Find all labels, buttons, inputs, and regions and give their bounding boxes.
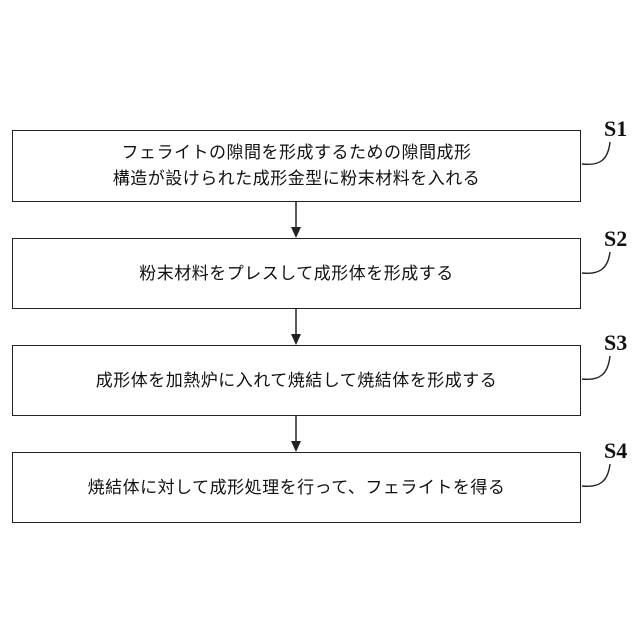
step-label-s1: S1 <box>604 116 627 142</box>
leader-s1 <box>582 142 610 164</box>
arrowhead-s1-to-s2 <box>291 227 301 238</box>
step-s3-line-1: 成形体を加熱炉に入れて焼結して焼結体を形成する <box>96 368 497 394</box>
step-label-s2: S2 <box>604 226 627 252</box>
step-label-s4: S4 <box>604 438 627 464</box>
leader-s4 <box>582 464 610 486</box>
step-box-s2: 粉末材料をプレスして成形体を形成する <box>12 238 581 309</box>
step-box-s4: 焼結体に対して成形処理を行って、フェライトを得る <box>12 452 581 523</box>
arrowhead-s2-to-s3 <box>291 334 301 345</box>
step-s1-line-1: フェライトの隙間を形成するための隙間成形 <box>122 140 472 166</box>
arrowhead-s3-to-s4 <box>291 441 301 452</box>
step-box-s1: フェライトの隙間を形成するための隙間成形 構造が設けられた成形金型に粉末材料を入… <box>12 130 581 202</box>
step-s4-line-1: 焼結体に対して成形処理を行って、フェライトを得る <box>88 475 506 501</box>
step-label-s3: S3 <box>604 330 627 356</box>
step-box-s3: 成形体を加熱炉に入れて焼結して焼結体を形成する <box>12 345 581 416</box>
step-s1-line-2: 構造が設けられた成形金型に粉末材料を入れる <box>113 166 481 192</box>
step-s2-line-1: 粉末材料をプレスして成形体を形成する <box>139 261 454 287</box>
leader-s3 <box>582 356 610 379</box>
leader-s2 <box>582 252 610 273</box>
